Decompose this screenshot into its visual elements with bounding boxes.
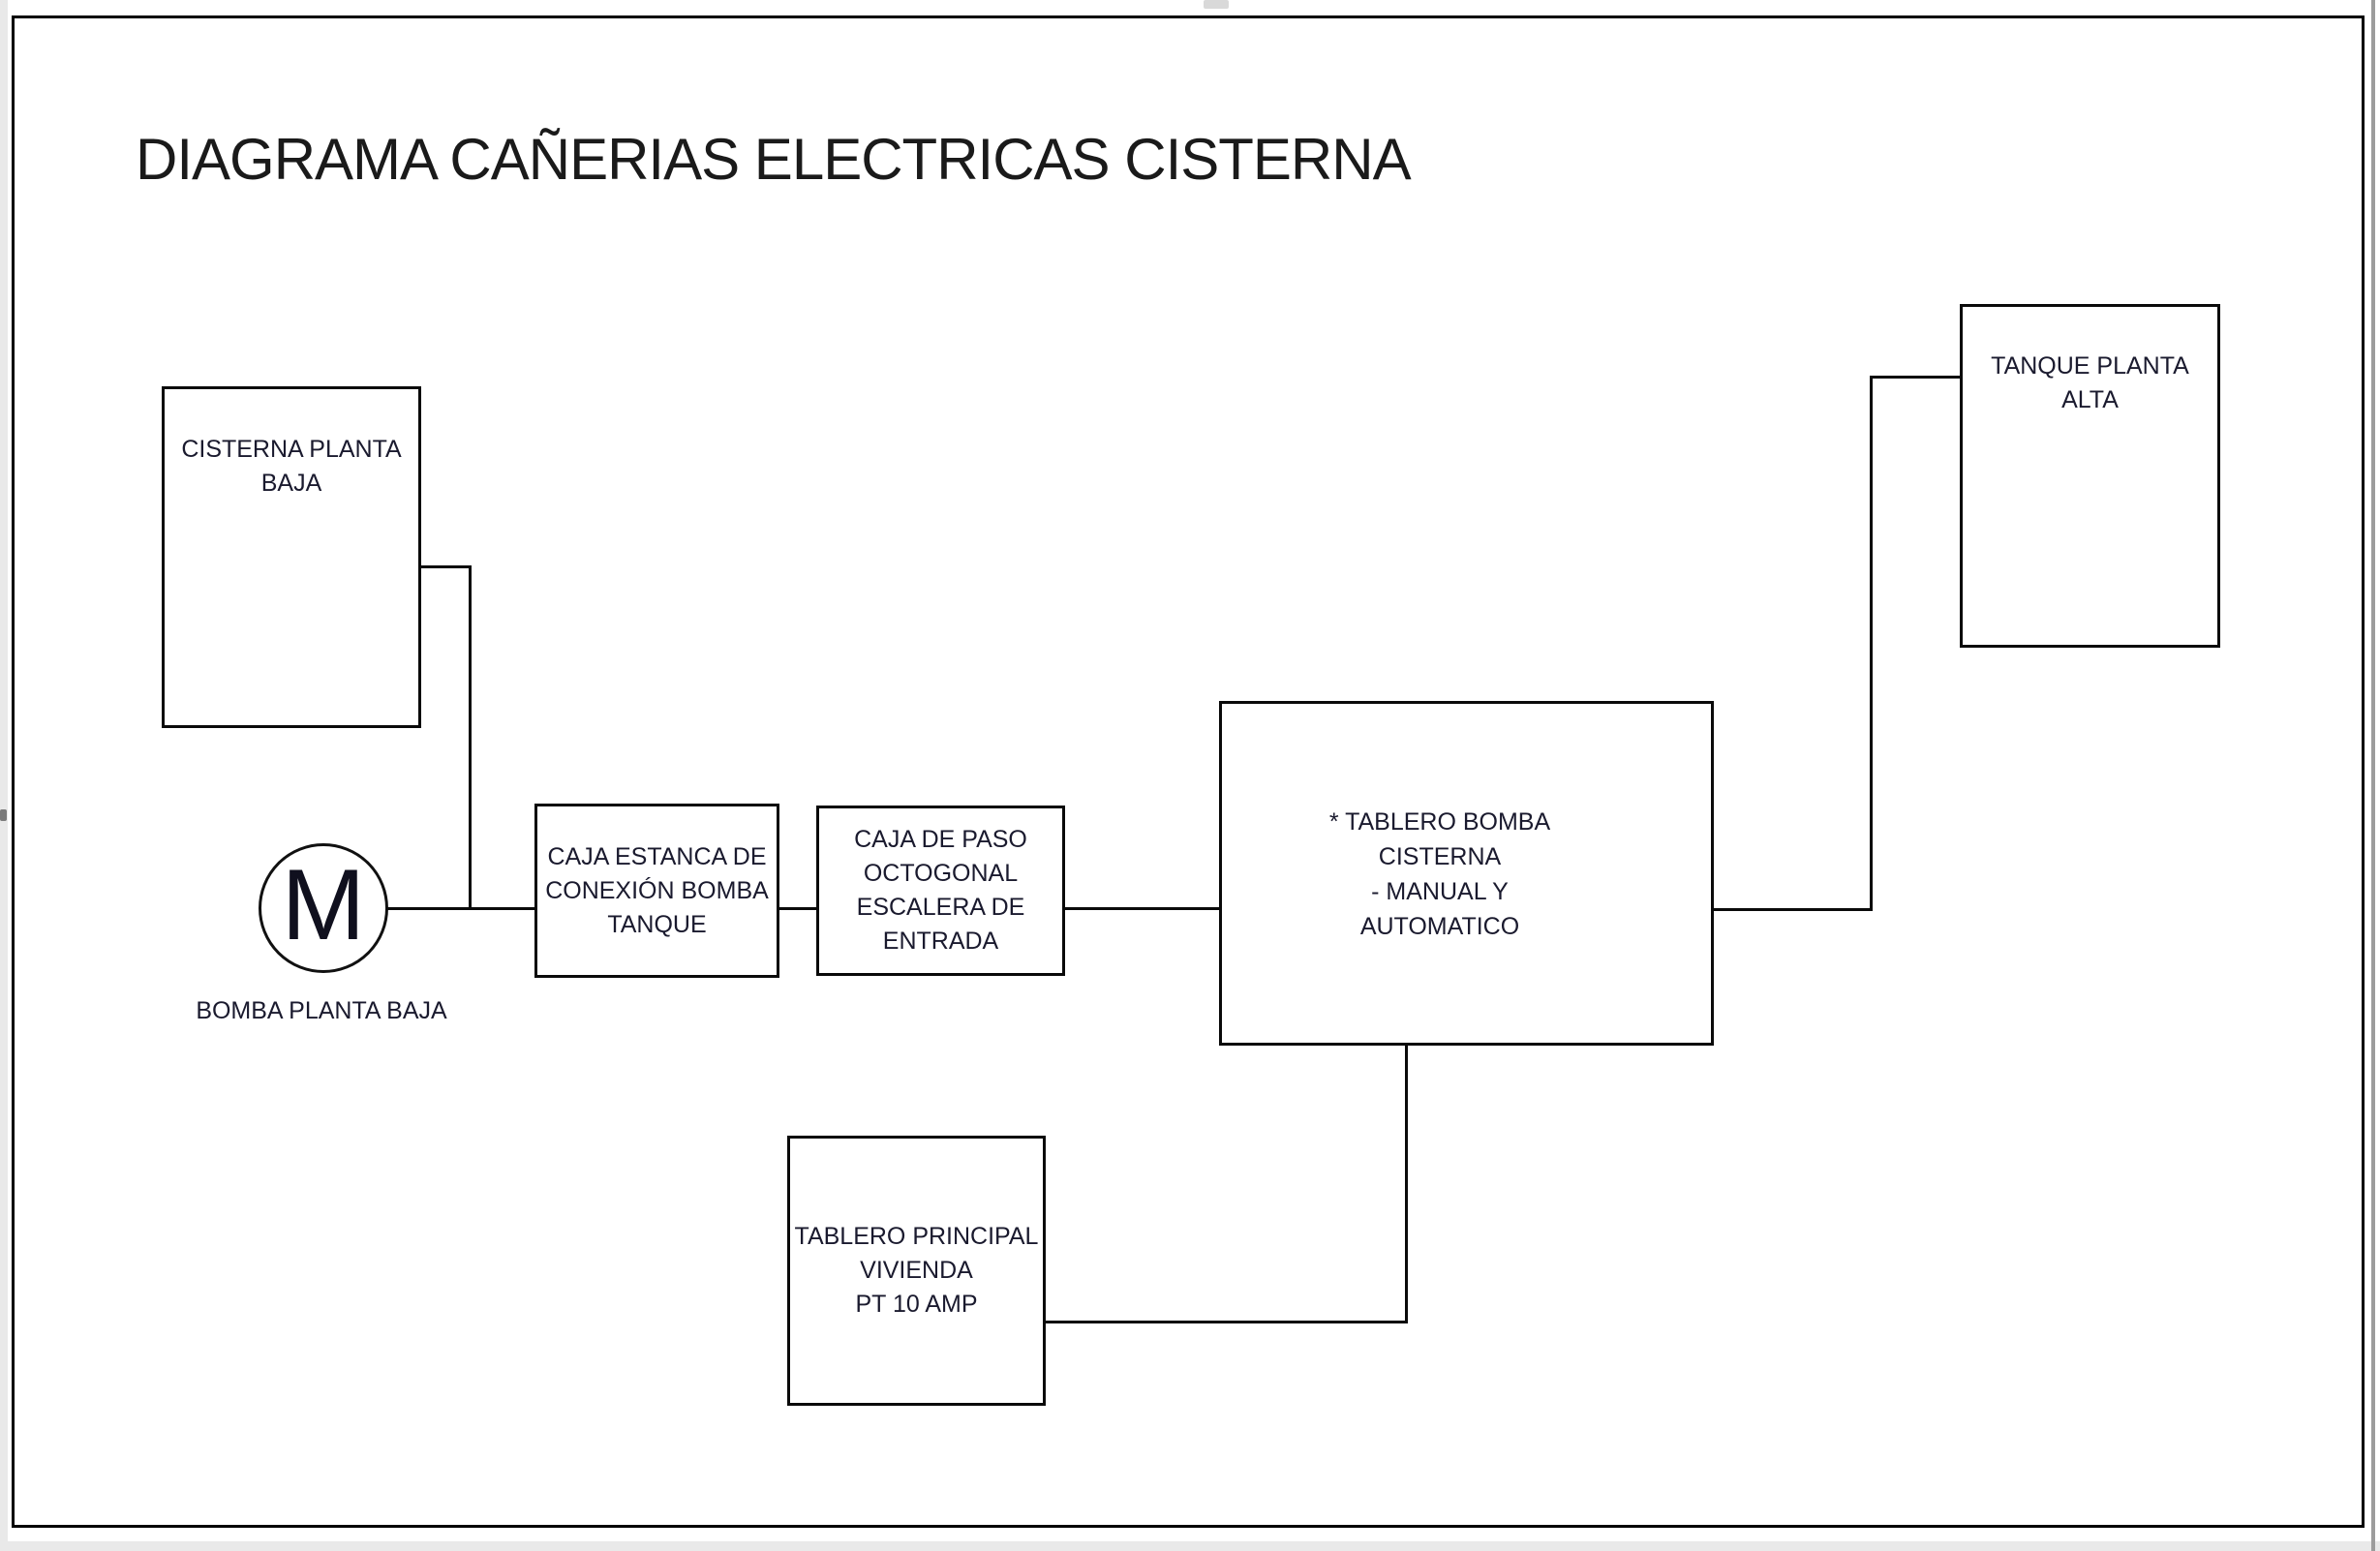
motor-label: BOMBA PLANTA BAJA	[196, 997, 447, 1024]
diagram-title: DIAGRAMA CAÑERIAS ELECTRICAS CISTERNA	[136, 127, 1412, 192]
page-border	[12, 15, 2365, 1528]
node-tanque-planta-alta: TANQUE PLANTA ALTA	[1960, 304, 2220, 648]
connector-tanque-horizontal	[1870, 376, 1960, 379]
node-label-line: TANQUE PLANTA	[1991, 352, 2189, 380]
connector-tablero-bomba-horizontal	[1714, 908, 1873, 911]
node-label-line: * TABLERO BOMBA	[1328, 808, 1551, 836]
node-caja-estanca: CAJA ESTANCA DE CONEXIÓN BOMBA TANQUE	[534, 804, 779, 978]
node-label-block: * TABLERO BOMBA CISTERNA - MANUAL Y AUTO…	[1222, 805, 1658, 944]
node-label-line: CAJA DE PASO	[854, 826, 1027, 853]
node-label-line: OCTOGONAL	[863, 860, 1019, 887]
connector-motor-to-caja-estanca	[386, 907, 534, 910]
connector-cisterna-horizontal	[421, 565, 472, 568]
node-label-line: - MANUAL Y	[1371, 878, 1509, 905]
connector-caja-estanca-to-caja-paso	[779, 907, 816, 910]
connector-tablero-principal-vertical	[1405, 1046, 1408, 1323]
node-cisterna-planta-baja: CISTERNA PLANTA BAJA	[162, 386, 421, 728]
motor-letter: M	[281, 849, 366, 961]
node-label-line: VIVIENDA	[860, 1257, 973, 1284]
connector-tablero-principal-horizontal	[1046, 1321, 1408, 1323]
connector-tanque-vertical	[1870, 376, 1873, 911]
node-label-line: CISTERNA	[1378, 843, 1502, 870]
node-label-line: PT 10 AMP	[855, 1291, 978, 1318]
node-label-line: CISTERNA PLANTA	[181, 436, 402, 463]
connector-cisterna-vertical	[469, 565, 472, 910]
page-edge-left	[0, 0, 8, 1551]
node-tablero-principal-vivienda: TABLERO PRINCIPAL VIVIENDA PT 10 AMP	[787, 1136, 1046, 1406]
page-edge-right-line	[2371, 0, 2375, 1551]
node-caja-de-paso: CAJA DE PASO OCTOGONAL ESCALERA DE ENTRA…	[816, 806, 1065, 976]
node-label-line: ESCALERA DE	[856, 894, 1025, 921]
node-label-line: TABLERO PRINCIPAL	[794, 1223, 1039, 1250]
node-label-line: BAJA	[260, 470, 322, 497]
node-label-line: CAJA ESTANCA DE	[547, 842, 767, 870]
node-label-line: ENTRADA	[882, 928, 999, 955]
node-label-line: ALTA	[2061, 386, 2119, 413]
node-label-line: AUTOMATICO	[1359, 913, 1520, 940]
connector-caja-paso-to-tablero-bomba	[1065, 907, 1219, 910]
page-artifact-top	[1204, 0, 1229, 9]
node-label-line: TANQUE	[607, 910, 707, 938]
motor-symbol: M	[259, 843, 388, 973]
page-artifact-left	[0, 809, 7, 821]
page-edge-bottom	[0, 1541, 2380, 1551]
node-tablero-bomba-cisterna: * TABLERO BOMBA CISTERNA - MANUAL Y AUTO…	[1219, 701, 1714, 1046]
node-label-line: CONEXIÓN BOMBA	[545, 876, 769, 904]
